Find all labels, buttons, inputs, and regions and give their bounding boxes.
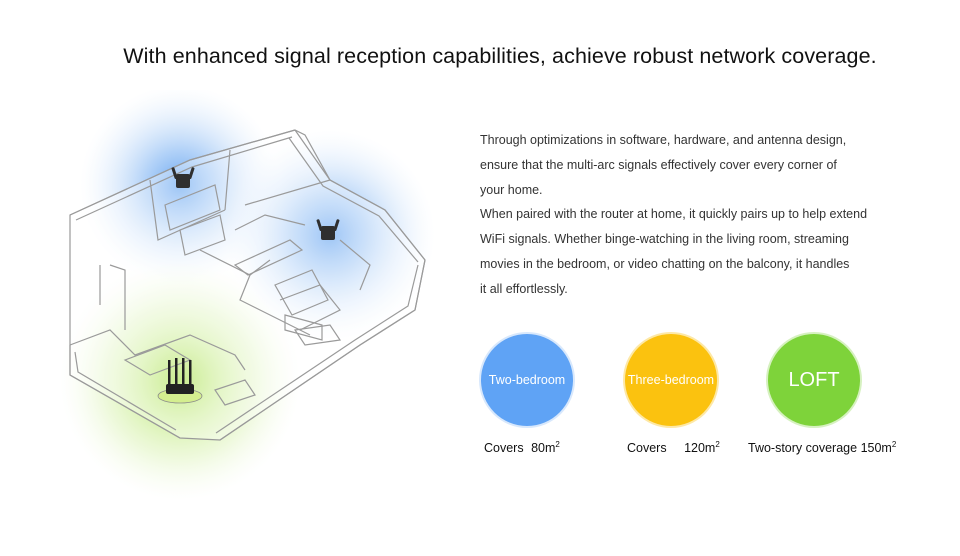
- coverage-prefix: Two-story coverage: [748, 441, 858, 456]
- unit-superscript: 2: [555, 440, 560, 449]
- description-line: movies in the bedroom, or video chatting…: [480, 256, 850, 271]
- unit-superscript: 2: [891, 440, 897, 449]
- coverage-value: 150m: [860, 441, 892, 456]
- description-line: When paired with the router at home, it …: [480, 207, 868, 222]
- coverage-value: 80m: [531, 441, 556, 456]
- signal-halo-bottom: [60, 260, 300, 500]
- description-line: WiFi signals. Whether binge-watching in …: [480, 232, 849, 247]
- plan-badge-three-bedroom: Three-bedroom: [625, 334, 717, 426]
- coverage-prefix: Covers: [627, 441, 667, 456]
- description-line: it all effortlessly.: [480, 281, 568, 296]
- page-headline: With enhanced signal reception capabilit…: [123, 44, 877, 68]
- plan-badge-two-bedroom: Two-bedroom: [481, 334, 573, 426]
- coverage-loft: Two-story coverage 150m2: [748, 440, 896, 455]
- wifi-extender-icon: [316, 219, 340, 240]
- coverage-three-bedroom: Covers 120m2: [627, 440, 720, 455]
- unit-superscript: 2: [715, 440, 720, 449]
- coverage-value: 120m: [684, 441, 716, 456]
- description-line: Through optimizations in software, hardw…: [480, 133, 847, 147]
- floor-plan-illustration: [60, 90, 435, 500]
- description-line: ensure that the multi-arc signals effect…: [480, 157, 837, 172]
- description-line: your home.: [480, 182, 543, 197]
- wifi-extender-icon: [171, 167, 195, 188]
- coverage-two-bedroom: Covers 80m2: [484, 440, 560, 455]
- router-icon: [157, 358, 203, 404]
- coverage-prefix: Covers: [484, 441, 524, 456]
- feature-description: Through optimizations in software, hardw…: [480, 128, 920, 302]
- plan-badge-loft: LOFT: [768, 334, 860, 426]
